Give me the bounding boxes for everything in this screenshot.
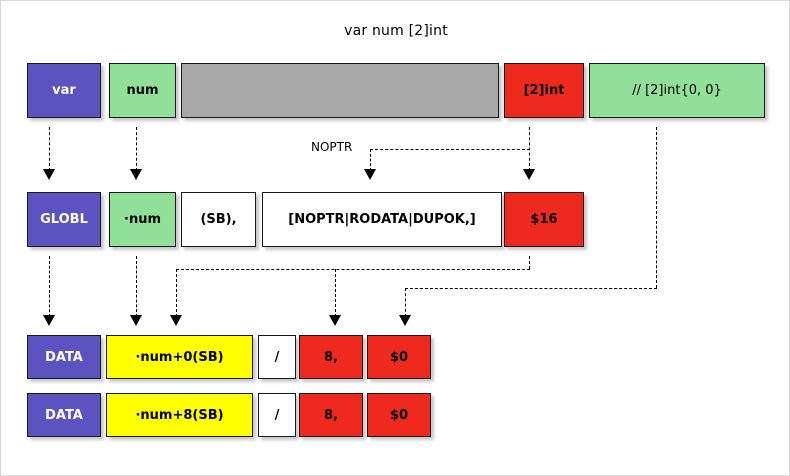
connector-num-symbol-line — [136, 127, 137, 171]
globl-directive-box: GLOBL — [27, 192, 101, 247]
connector-size-elbow-vertical — [529, 256, 530, 269]
connector-symbol-data-line — [136, 256, 137, 317]
globl-base-box: (SB), — [181, 192, 256, 247]
connector-comment-value-vertical — [656, 127, 657, 288]
decl-blank-box — [181, 63, 499, 118]
data2-width-box: 8, — [299, 393, 363, 437]
connector-noptr-arrow — [364, 169, 376, 180]
connector-globl-data-arrow — [43, 315, 55, 326]
data2-directive-box: DATA — [27, 393, 101, 437]
connector-noptr-vertical — [370, 149, 371, 171]
data1-symbol-box: ·num+0(SB) — [106, 335, 253, 379]
data1-width-box: 8, — [299, 335, 363, 379]
connector-var-globl-line — [49, 127, 50, 171]
data1-value-box: $0 — [367, 335, 431, 379]
decl-name-box: num — [109, 63, 176, 118]
decl-keyword-box: var — [27, 63, 101, 118]
globl-flags-box: [NOPTR|RODATA|DUPOK,] — [262, 192, 502, 247]
connector-size-elbow-horizontal — [176, 269, 530, 270]
connector-symbol-data-arrow — [130, 315, 142, 326]
connector-noptr-horizontal — [370, 149, 530, 150]
connector-globl-data-line — [49, 256, 50, 317]
connector-width-arrow — [329, 315, 341, 326]
connector-width-vertical — [335, 269, 336, 317]
data1-slash-box: / — [258, 335, 296, 379]
data1-directive-box: DATA — [27, 335, 101, 379]
data2-slash-box: / — [258, 393, 296, 437]
noptr-annotation-label: NOPTR — [311, 140, 353, 154]
connector-type-size-arrow — [523, 169, 535, 180]
connector-size-offset-arrow — [170, 315, 182, 326]
globl-size-box: $16 — [504, 192, 584, 247]
connector-value-horizontal — [405, 288, 657, 289]
connector-num-symbol-arrow — [130, 169, 142, 180]
page-title: var num [2]int — [344, 23, 448, 39]
connector-size-offset-vertical — [176, 269, 177, 317]
connector-var-globl-arrow — [43, 169, 55, 180]
connector-value-vertical — [405, 288, 406, 317]
decl-type-box: [2]int — [504, 63, 584, 118]
data2-symbol-box: ·num+8(SB) — [106, 393, 253, 437]
decl-comment-box: // [2]int{0, 0} — [589, 63, 765, 118]
connector-value-arrow — [399, 315, 411, 326]
data2-value-box: $0 — [367, 393, 431, 437]
globl-symbol-box: ·num — [109, 192, 176, 247]
